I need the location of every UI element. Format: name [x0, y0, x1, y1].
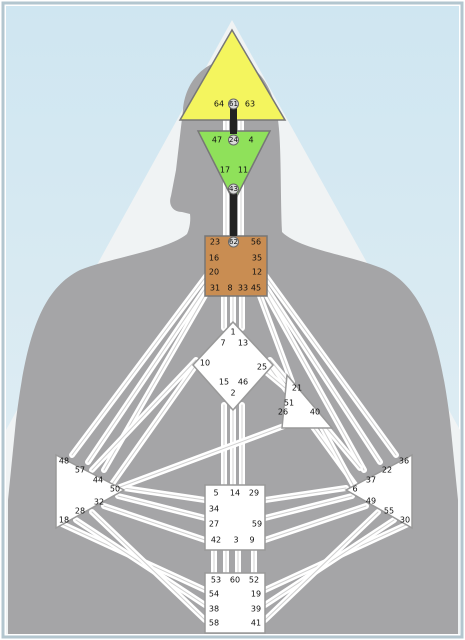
gate-label: 32 [94, 498, 104, 507]
gate-label: 17 [220, 166, 230, 175]
gate-label: 8 [227, 284, 232, 293]
gate-label: 41 [251, 619, 261, 628]
gate-label: 7 [220, 339, 225, 348]
gate-label: 48 [59, 457, 69, 466]
gate-label: 23 [210, 238, 220, 247]
gate-label: 25 [257, 363, 267, 372]
gate-label: 53 [211, 576, 221, 585]
gate-label: 39 [251, 605, 261, 614]
gate-label: 18 [59, 516, 69, 525]
gate-label: 38 [209, 605, 219, 614]
gate-label: 1 [230, 328, 235, 337]
gate-label: 11 [238, 166, 248, 175]
gate-label: 34 [209, 505, 219, 514]
gate-label: 31 [210, 284, 220, 293]
gate-label: 44 [93, 476, 103, 485]
gate-label: 6 [352, 485, 357, 494]
gate-label: 28 [75, 507, 85, 516]
gate-label: 49 [366, 497, 376, 506]
gate-label: 37 [366, 476, 376, 485]
gate-label: 42 [211, 536, 221, 545]
gate-label: 52 [249, 576, 259, 585]
gate-label: 24 [229, 136, 238, 144]
channel-11-56-bar [230, 192, 237, 236]
gate-label: 40 [310, 408, 320, 417]
gate-label: 12 [252, 268, 262, 277]
gate-label: 64 [214, 100, 224, 109]
gate-label: 15 [219, 378, 229, 387]
gate-label: 14 [230, 489, 240, 498]
gate-label: 5 [213, 489, 218, 498]
gate-label: 3 [233, 536, 238, 545]
gate-label: 29 [249, 489, 259, 498]
gate-label: 45 [251, 284, 261, 293]
gate-label: 35 [252, 254, 262, 263]
gate-label: 33 [238, 284, 248, 293]
gate-label: 43 [229, 185, 238, 193]
gate-label: 57 [75, 466, 85, 475]
gate-label: 9 [249, 536, 254, 545]
gate-label: 59 [252, 520, 262, 529]
gate-label: 36 [399, 457, 409, 466]
gate-label: 63 [245, 100, 255, 109]
gate-label: 2 [230, 389, 235, 398]
gate-label: 27 [209, 520, 219, 529]
gate-label: 60 [230, 576, 240, 585]
gate-label: 13 [238, 339, 248, 348]
gate-label: 22 [382, 466, 392, 475]
gate-label: 4 [248, 136, 253, 145]
gate-label: 58 [209, 619, 219, 628]
gate-label: 21 [292, 384, 302, 393]
gate-label: 55 [384, 507, 394, 516]
gate-label: 20 [209, 268, 219, 277]
gate-label: 46 [238, 378, 248, 387]
gate-label: 51 [284, 399, 294, 408]
gate-label: 10 [200, 359, 210, 368]
gate-label: 30 [400, 516, 410, 525]
gate-label: 54 [209, 590, 219, 599]
gate-label: 62 [229, 238, 238, 246]
gate-label: 50 [110, 485, 120, 494]
gate-label: 47 [212, 136, 222, 145]
gate-label: 19 [251, 590, 261, 599]
gate-label: 61 [229, 100, 238, 108]
gate-label: 56 [251, 238, 261, 247]
gate-label: 16 [209, 254, 219, 263]
gate-label: 26 [278, 408, 288, 417]
